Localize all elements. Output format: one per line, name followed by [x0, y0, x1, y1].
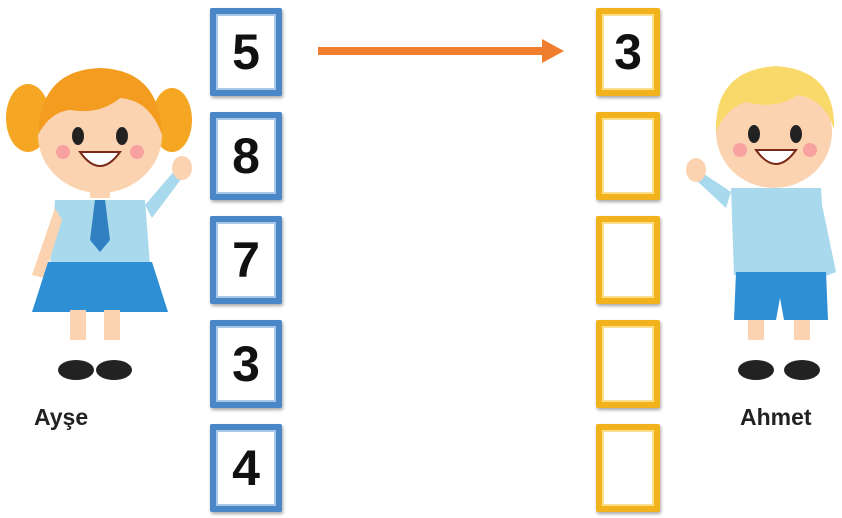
girl-name-label: Ayşe: [34, 404, 88, 431]
left-number-box-4: 3: [210, 320, 282, 408]
right-number-box-3[interactable]: [596, 216, 660, 304]
boy-name-label: Ahmet: [740, 404, 812, 431]
girl-illustration: [0, 40, 200, 400]
right-number-box-4[interactable]: [596, 320, 660, 408]
left-number-box-3: 7: [210, 216, 282, 304]
left-number-box-2: 8: [210, 112, 282, 200]
left-number-box-5: 4: [210, 424, 282, 512]
right-number-box-2[interactable]: [596, 112, 660, 200]
boy-illustration: [686, 40, 842, 400]
left-number-box-1: 5: [210, 8, 282, 96]
right-arrow-icon: [318, 36, 566, 66]
right-number-box-1[interactable]: 3: [596, 8, 660, 96]
right-number-box-5[interactable]: [596, 424, 660, 512]
